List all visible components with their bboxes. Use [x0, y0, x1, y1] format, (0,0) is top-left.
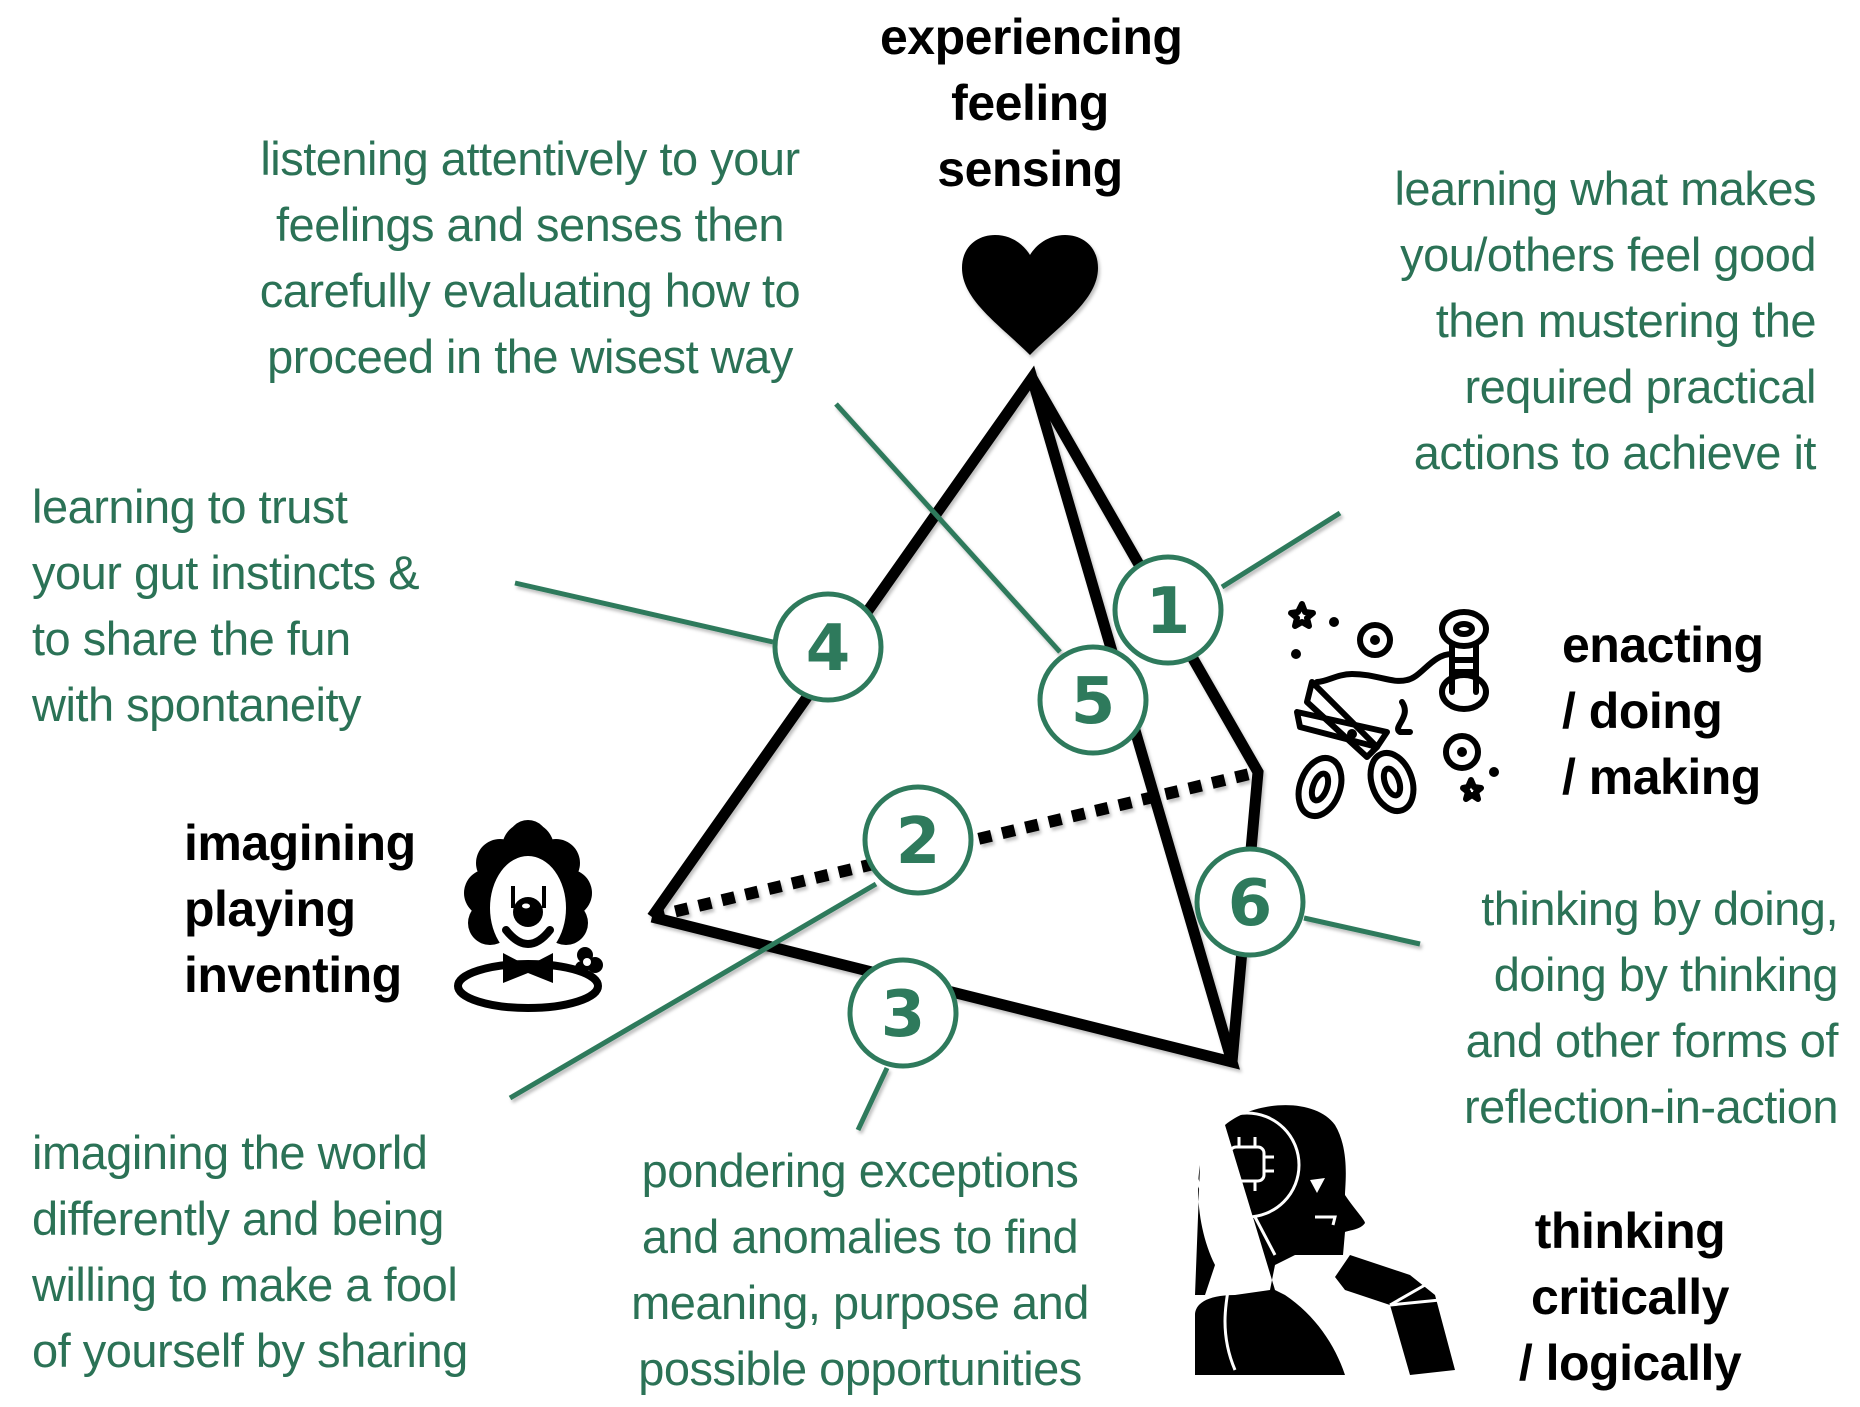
connectors: [508, 402, 1421, 1132]
vertex-top-line: experiencing: [880, 9, 1183, 65]
edge-4-line: learning to trust: [32, 480, 348, 533]
edge-5-line: feelings and senses then: [276, 198, 784, 251]
edge-2-line: willing to make a fool: [32, 1258, 458, 1311]
clown-icon: [454, 820, 603, 1012]
vertex-right-line: / doing: [1562, 683, 1723, 739]
connector-5: [834, 402, 1062, 654]
edge-1-line: you/others feel good: [1400, 228, 1816, 281]
edge-3-description: pondering exceptions and anomalies to fi…: [590, 1138, 1130, 1402]
edge-2-line: imagining the world: [32, 1126, 428, 1179]
circle-1: 1: [1112, 554, 1224, 666]
numbered-circles: 1 2 3 4 5 6: [772, 554, 1306, 1069]
edge-5-description: listening attentively to your feelings a…: [200, 126, 860, 390]
right-face-outline: [1027, 375, 1264, 1063]
edge-1-line: required practical: [1464, 360, 1816, 413]
edge-2-line: differently and being: [32, 1192, 444, 1245]
connector-2: [508, 881, 878, 1101]
connector-6: [1303, 915, 1421, 947]
edge-2-description: imagining the world differently and bein…: [32, 1120, 468, 1384]
vertex-left-line: playing: [184, 881, 356, 937]
edge-3-line: pondering exceptions: [641, 1144, 1079, 1197]
edge-6-line: reflection-in-action: [1463, 1080, 1839, 1133]
vertex-label-right: enacting / doing / making: [1562, 612, 1764, 810]
edge-4-line: with spontaneity: [32, 678, 362, 731]
edge-1-line: learning what makes: [1394, 162, 1816, 215]
edge-5-line: carefully evaluating how to: [259, 264, 801, 317]
vertex-left-line: imagining: [184, 815, 416, 871]
edge-3-line: meaning, purpose and: [631, 1276, 1089, 1329]
edge-4-description: learning to trust your gut instincts & t…: [32, 474, 420, 738]
edge-1-line: then mustering the: [1435, 294, 1817, 347]
vertex-top-line: feeling: [951, 75, 1109, 131]
connector-4: [514, 580, 774, 645]
vertex-bottom-line: critically: [1531, 1269, 1729, 1325]
edge-6-line: and other forms of: [1465, 1014, 1839, 1067]
edge-2-line: of yourself by sharing: [32, 1324, 468, 1377]
circle-6: 6: [1194, 846, 1306, 958]
circle-3: 3: [847, 957, 959, 1069]
vertex-label-top: experiencing feeling sensing: [880, 4, 1183, 202]
vertex-bottom-line: / logically: [1518, 1335, 1742, 1391]
edge-4-line: to share the fun: [32, 612, 351, 665]
robot-thinker-icon: [1193, 1105, 1455, 1375]
vertex-left-line: inventing: [184, 947, 402, 1003]
front-face-outline: [647, 365, 1240, 1070]
heart-icon: [962, 235, 1098, 355]
vertex-top-line: sensing: [937, 141, 1123, 197]
edge-6-description: thinking by doing, doing by thinking and…: [1463, 876, 1839, 1140]
edge-5-line: listening attentively to your: [260, 132, 800, 185]
edge-5-line: proceed in the wisest way: [267, 330, 793, 383]
edge-1-line: actions to achieve it: [1413, 426, 1817, 479]
edge-4-line: your gut instincts &: [32, 546, 420, 599]
vertex-label-bottom: thinking critically / logically: [1480, 1198, 1780, 1396]
hidden-edge-left-right: [650, 766, 1260, 923]
circle-2-number: 2: [896, 805, 941, 879]
edge-6-line: doing by thinking: [1493, 948, 1839, 1001]
circle-5: 5: [1037, 644, 1149, 756]
connector-1: [1220, 510, 1342, 590]
edge-6-line: thinking by doing,: [1481, 882, 1838, 935]
circle-4: 4: [772, 591, 884, 703]
vertex-right-line: enacting: [1562, 617, 1764, 673]
circle-3-number: 3: [881, 978, 926, 1052]
edge-3-line: and anomalies to find: [641, 1210, 1079, 1263]
vertex-right-line: / making: [1562, 749, 1761, 805]
connector-3: [855, 1066, 890, 1132]
vertex-label-left: imagining playing inventing: [184, 810, 416, 1008]
circle-4-number: 4: [806, 612, 851, 686]
circle-5-number: 5: [1071, 665, 1116, 739]
circle-2: 2: [862, 784, 974, 896]
edge-3-line: possible opportunities: [638, 1342, 1082, 1395]
circle-6-number: 6: [1228, 867, 1273, 941]
vertex-bottom-line: thinking: [1534, 1203, 1726, 1259]
edge-1-description: learning what makes you/others feel good…: [1394, 156, 1816, 486]
circle-1-number: 1: [1146, 575, 1191, 649]
scissors-thread-icon: [1288, 601, 1499, 820]
